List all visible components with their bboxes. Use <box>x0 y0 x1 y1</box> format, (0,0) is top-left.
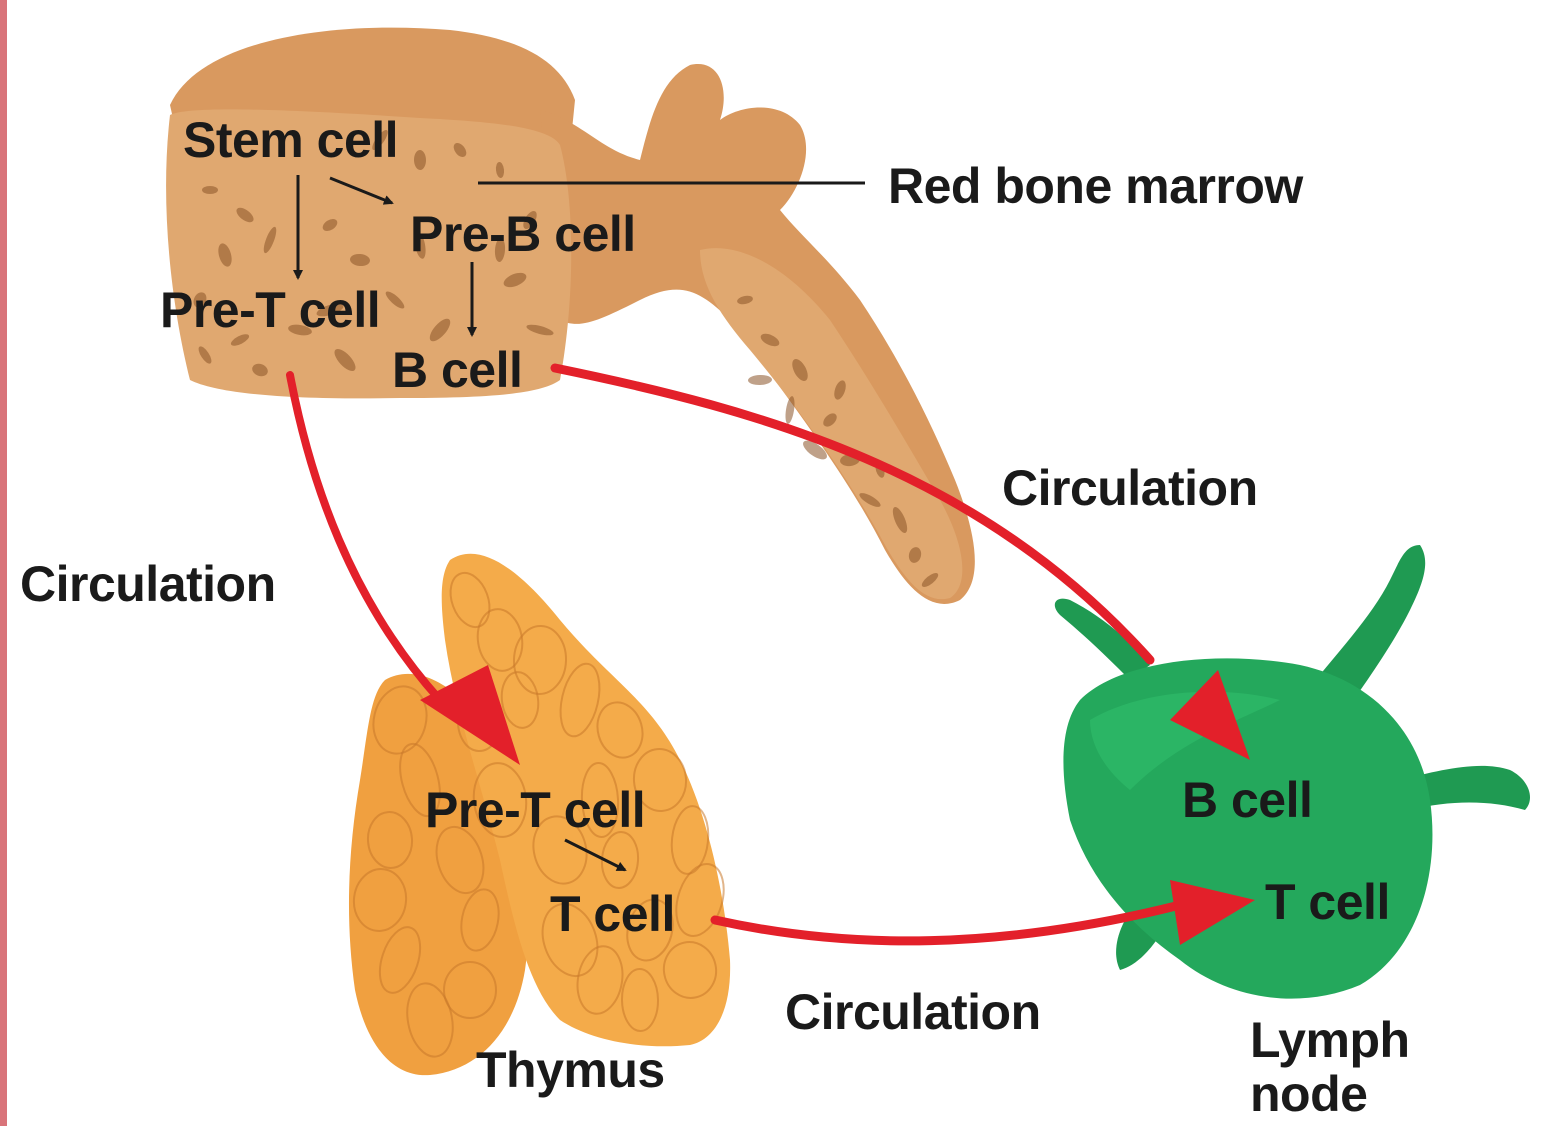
label-circulation-left: Circulation <box>20 556 276 612</box>
label-circulation-bottom: Circulation <box>785 984 1041 1040</box>
label-circulation-upper-right: Circulation <box>1002 460 1258 516</box>
label-t-cell-lymph: T cell <box>1265 874 1390 930</box>
label-lymph-node-line1: Lymph <box>1250 1012 1410 1068</box>
marrow-pore <box>748 375 772 386</box>
label-pre-t-cell-thymus: Pre-T cell <box>425 782 645 838</box>
label-b-cell-marrow: B cell <box>392 342 522 398</box>
label-pre-b-cell-marrow: Pre-B cell <box>410 206 636 262</box>
label-pre-t-cell-marrow: Pre-T cell <box>160 282 380 338</box>
arrow-thymus-to-lymph-shaft <box>715 905 1180 941</box>
marrow-pore <box>202 186 218 194</box>
label-b-cell-lymph: B cell <box>1182 772 1312 828</box>
label-stem-cell: Stem cell <box>183 112 398 168</box>
label-red-bone-marrow: Red bone marrow <box>888 158 1303 214</box>
label-lymph-node-line2: node <box>1250 1066 1367 1122</box>
arrow-marrow-to-thymus-shaft <box>290 375 440 700</box>
label-t-cell-thymus: T cell <box>550 886 675 942</box>
label-thymus: Thymus <box>476 1042 665 1098</box>
